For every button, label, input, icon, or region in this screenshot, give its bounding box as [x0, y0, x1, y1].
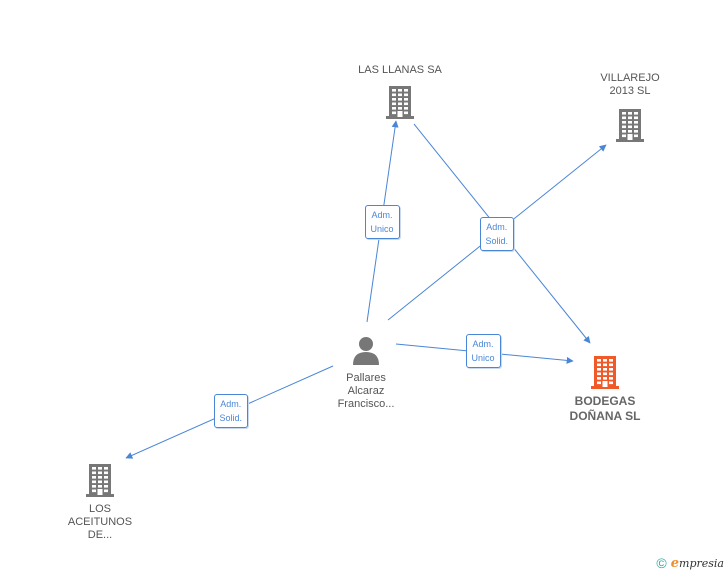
node-label-line: ACEITUNOS — [67, 516, 133, 528]
node-label-line: DE... — [87, 529, 113, 541]
node-label-line: 2013 SL — [609, 85, 651, 97]
building-icon[interactable] — [589, 355, 621, 394]
edge-label-line: Unico — [370, 224, 394, 234]
node-label-line: Alcaraz — [347, 385, 385, 397]
building-icon[interactable] — [84, 463, 116, 502]
edge-label[interactable]: Adm. Solid. — [479, 217, 515, 251]
person-icon[interactable] — [350, 335, 382, 370]
edge-label[interactable]: Adm. Unico — [465, 334, 501, 368]
edge-label[interactable]: Adm. Unico — [364, 205, 400, 239]
edge-label-line: Adm. — [472, 339, 494, 349]
node-label-line: DOÑANA SL — [569, 409, 641, 423]
node-label-line: BODEGAS — [574, 394, 636, 408]
node-label-line: LOS — [88, 503, 111, 515]
node-label-line: Francisco... — [337, 398, 395, 410]
edge-label-line: Adm. — [486, 222, 508, 232]
node-label-line: VILLAREJO — [600, 72, 660, 84]
edge-label-line: Adm. — [371, 210, 393, 220]
edge-label-line: Solid. — [485, 236, 509, 246]
footer: © empresia — [656, 555, 724, 571]
building-icon[interactable] — [614, 108, 646, 147]
edge-label-line: Unico — [471, 353, 495, 363]
node-label-line: LAS LLANAS SA — [358, 64, 442, 76]
brand-logo[interactable]: empresia — [670, 555, 724, 571]
edge-label-line: Solid. — [219, 413, 243, 423]
node-label-las-llanas[interactable]: LAS LLANAS SA — [358, 64, 442, 77]
node-label-line: Pallares — [346, 372, 386, 384]
edge-label-line: Adm. — [220, 399, 242, 409]
building-icon[interactable] — [384, 85, 416, 124]
copyright-icon: © — [656, 555, 667, 571]
edge-label[interactable]: Adm. Solid. — [213, 394, 249, 428]
